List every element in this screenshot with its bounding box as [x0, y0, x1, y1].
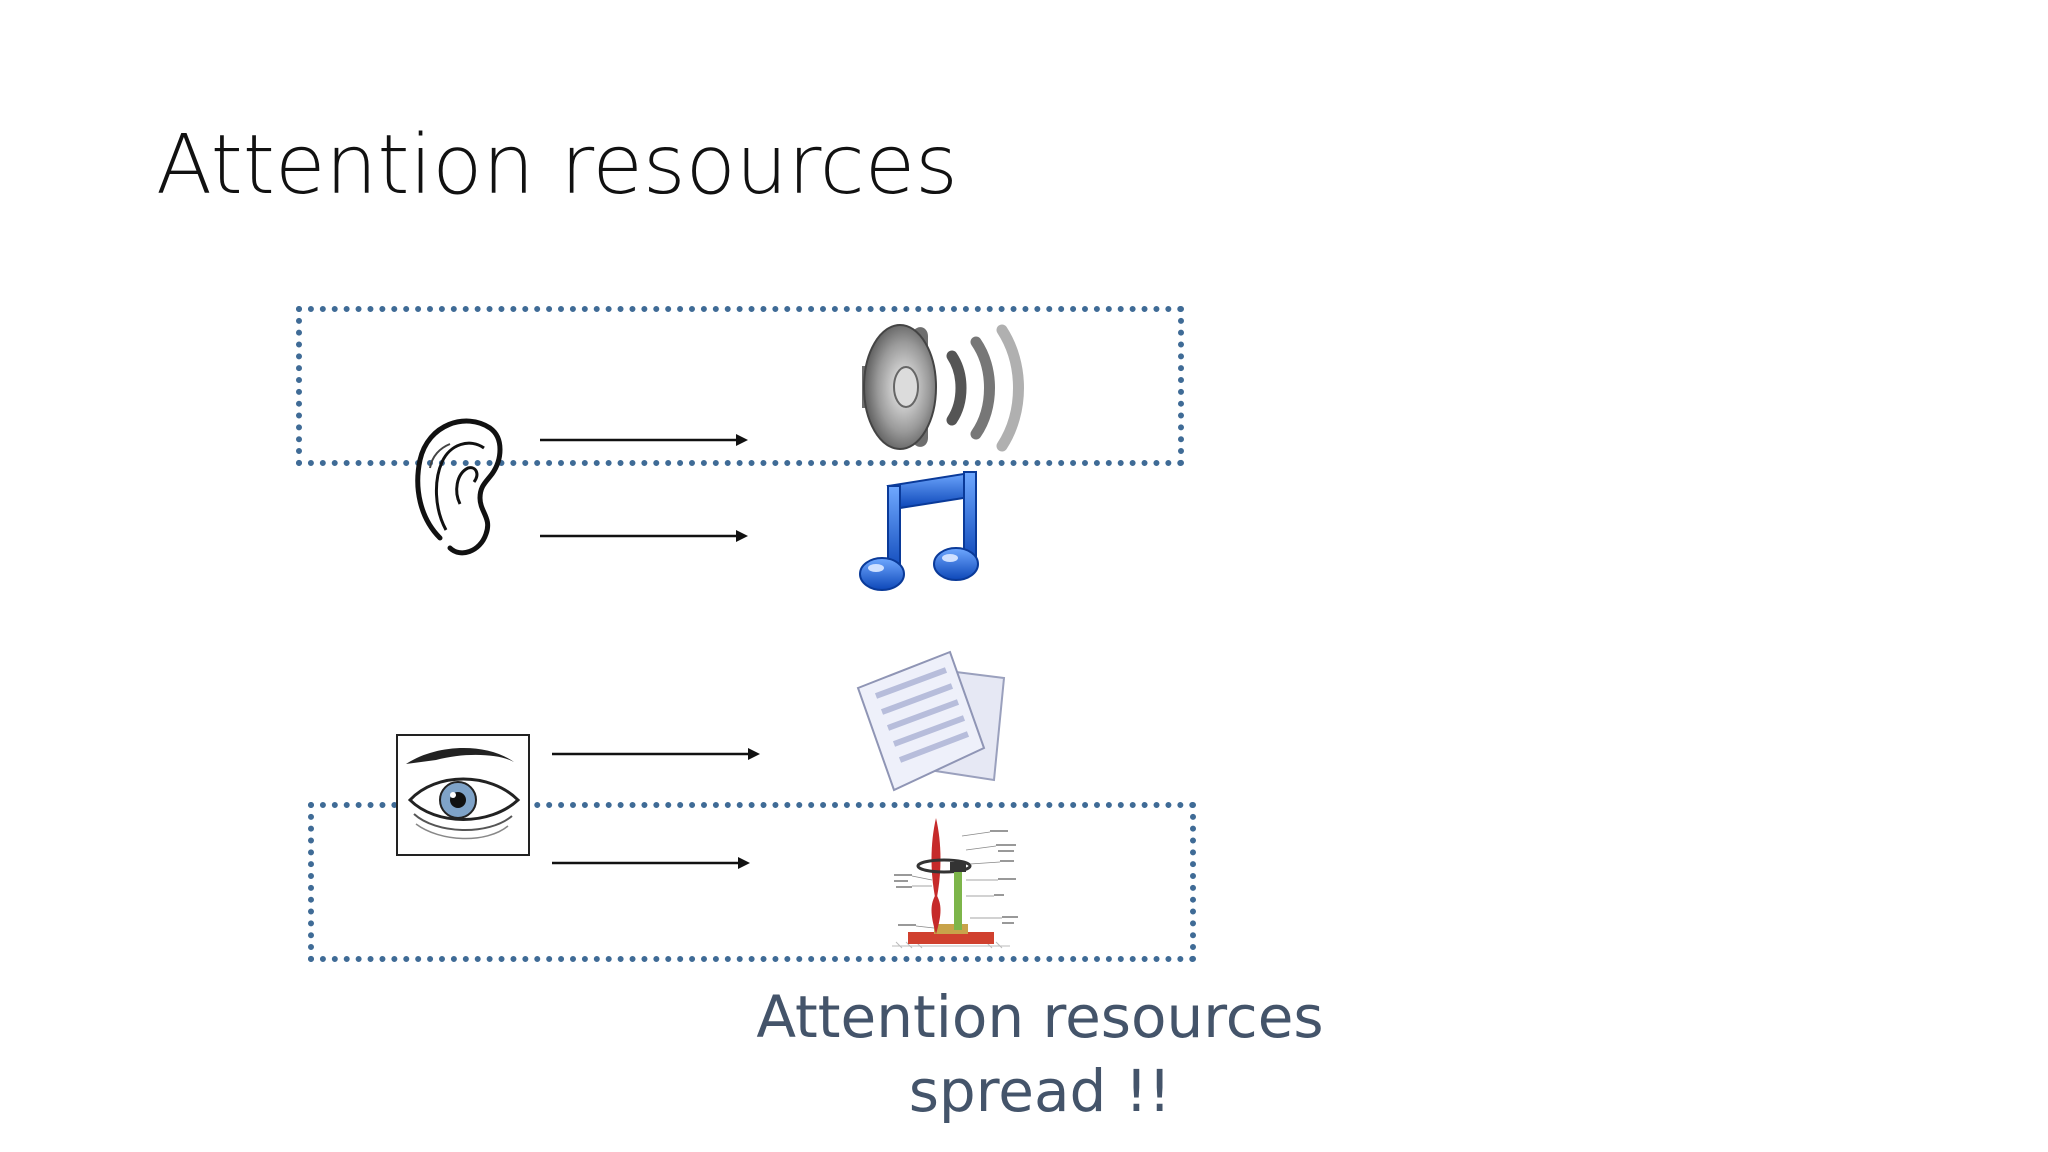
arrow-eye-to-diagram	[552, 857, 750, 869]
motor-diagram-icon	[892, 818, 1018, 949]
arrow-ear-to-music	[540, 530, 748, 542]
caption-line-2: spread !!	[908, 1057, 1172, 1125]
audio-highlight-box	[296, 306, 1184, 466]
document-icon	[856, 650, 1006, 792]
speaker-icon	[862, 324, 1024, 452]
arrow-eye-to-document	[552, 748, 760, 760]
visual-highlight-box	[308, 802, 1196, 962]
arrow-ear-to-speaker	[540, 434, 748, 446]
eye-icon	[396, 734, 530, 856]
caption: Attention resources spread !!	[680, 980, 1400, 1128]
slide-title: Attention resources	[156, 118, 958, 213]
ear-icon	[415, 418, 503, 556]
music-note-icon	[859, 470, 979, 591]
caption-line-1: Attention resources	[756, 983, 1324, 1051]
